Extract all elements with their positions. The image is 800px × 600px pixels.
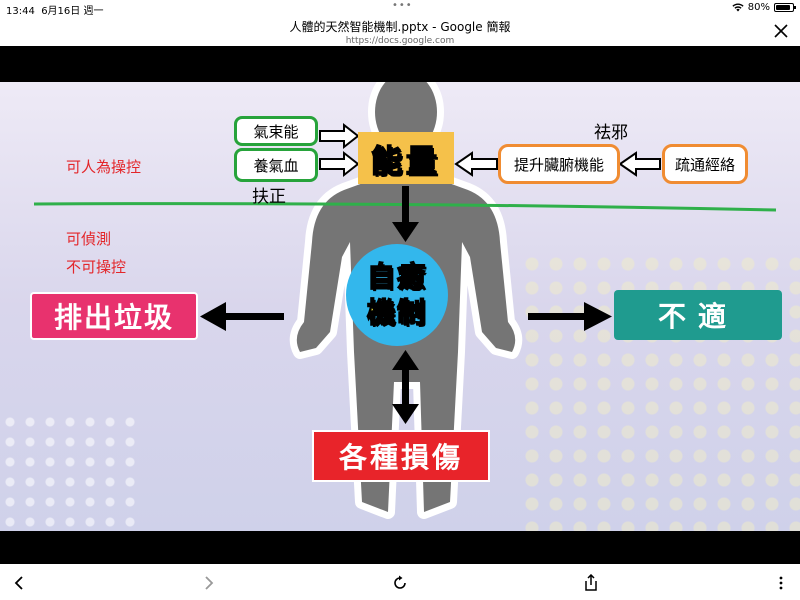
decorative-dot-pattern-left <box>0 412 140 531</box>
teal-box-discomfort: 不適 <box>614 290 782 340</box>
back-icon[interactable] <box>8 572 30 594</box>
battery-icon <box>774 3 796 12</box>
slide-viewer: 氣束能 養氣血 能量 扶正 祛邪 提升臟腑機能 疏通經絡 可人為操控 可偵測 不… <box>0 46 800 564</box>
green-box-yangqixue-text: 養氣血 <box>253 156 299 175</box>
orange-box-shutong-text: 疏通經絡 <box>674 155 735 174</box>
self-healing-circle: 自癒 機制 <box>346 244 448 346</box>
red-label-detectable: 可偵測 <box>66 230 112 248</box>
status-bar: 13:44 6月16日 週一 ••• 80% <box>0 0 800 17</box>
slide: 氣束能 養氣血 能量 扶正 祛邪 提升臟腑機能 疏通經絡 可人為操控 可偵測 不… <box>0 82 800 531</box>
red-label-uncontrollable: 不可操控 <box>66 258 127 276</box>
teal-box-text: 不適 <box>657 300 738 333</box>
date-text: 6月16日 週一 <box>41 6 104 17</box>
document-header: 人體的天然智能機制.pptx - Google 簡報 https://docs.… <box>0 16 800 46</box>
energy-box: 能量 <box>358 132 454 184</box>
time-text: 13:44 <box>6 6 35 17</box>
share-icon[interactable] <box>580 572 602 594</box>
orange-box-tisheng-text: 提升臟腑機能 <box>513 155 604 174</box>
status-right: 80% <box>732 2 796 13</box>
multitask-dots-icon[interactable]: ••• <box>392 0 413 11</box>
energy-text: 能量 <box>370 143 441 181</box>
status-time: 13:44 6月16日 週一 <box>6 2 103 17</box>
label-fuzheng: 扶正 <box>252 187 286 207</box>
battery-percent: 80% <box>747 2 770 13</box>
red-label-controllable: 可人為操控 <box>66 158 142 176</box>
green-box-yangqixue: 養氣血 <box>234 148 318 182</box>
document-url: https://docs.google.com <box>345 36 455 46</box>
bottom-toolbar <box>0 564 800 600</box>
reload-icon[interactable] <box>389 572 411 594</box>
red-box-injuries: 各種損傷 <box>312 430 490 482</box>
pink-box-text: 排出垃圾 <box>53 301 174 334</box>
orange-box-shutong: 疏通經絡 <box>662 144 748 184</box>
label-quxie: 祛邪 <box>594 123 628 143</box>
close-icon[interactable] <box>772 22 790 40</box>
wifi-icon <box>732 3 744 12</box>
document-title: 人體的天然智能機制.pptx - Google 簡報 <box>289 20 511 34</box>
green-box-qishuneng: 氣束能 <box>234 116 318 146</box>
pink-box-discharge: 排出垃圾 <box>30 292 198 340</box>
orange-box-tisheng: 提升臟腑機能 <box>498 144 620 184</box>
heal-line-2: 機制 <box>366 295 427 330</box>
red-box-text: 各種損傷 <box>338 441 463 474</box>
green-box-qishuneng-text: 氣束能 <box>253 122 299 141</box>
forward-icon[interactable] <box>198 572 220 594</box>
more-icon[interactable] <box>770 572 792 594</box>
heal-line-1: 自癒 <box>366 259 427 294</box>
